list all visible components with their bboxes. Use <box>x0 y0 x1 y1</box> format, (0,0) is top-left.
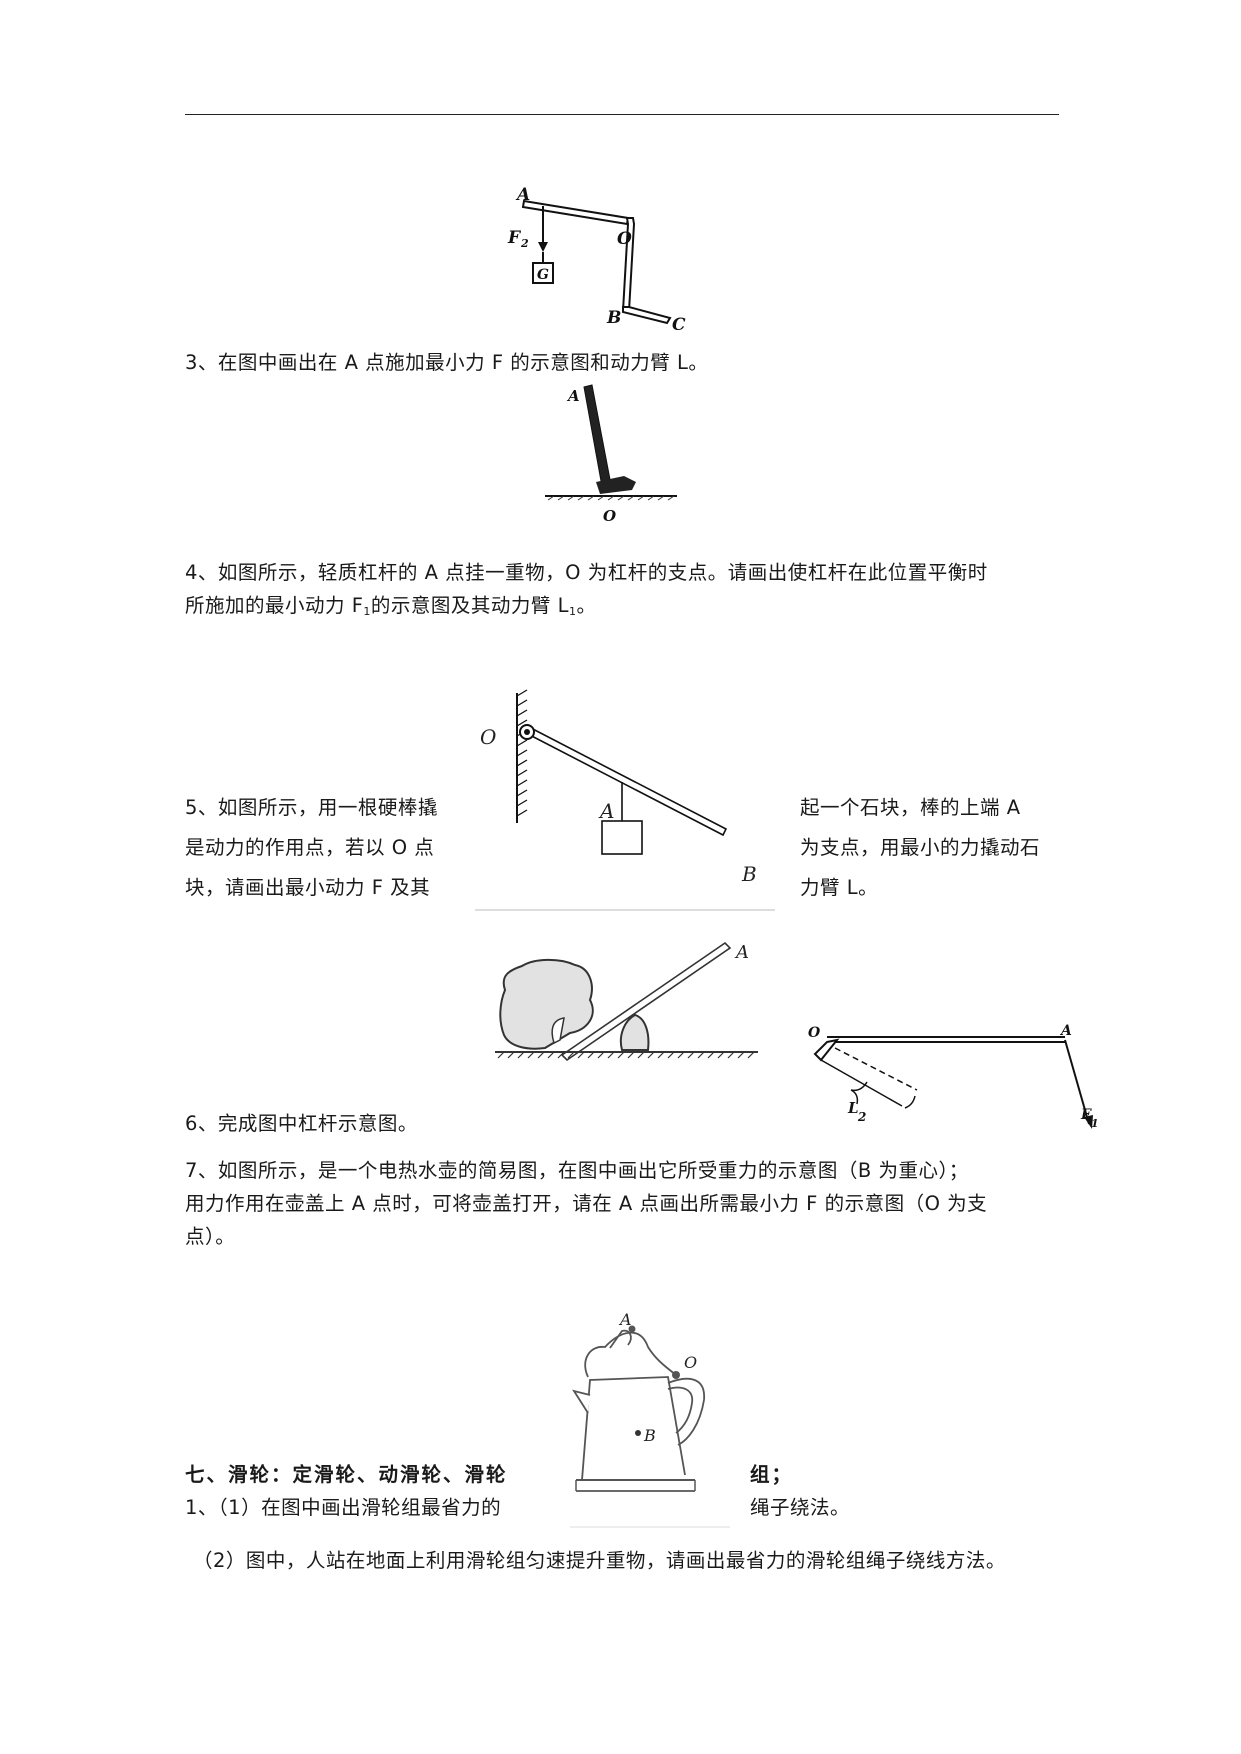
label-L2: L <box>847 1099 859 1117</box>
figure-hammer: A O <box>545 384 677 525</box>
question-3: 3、在图中画出在 A 点施加最小力 F 的示意图和动力臂 L。 <box>185 351 709 374</box>
label-F1-sub: 1 <box>1091 1117 1099 1130</box>
question-5-left-2: 是动力的作用点，若以 O 点 <box>185 836 435 859</box>
question-5-right-3: 力臂 L。 <box>800 876 879 899</box>
label-C: C <box>672 315 686 335</box>
label-F2-sub: 2 <box>520 237 529 250</box>
question-6: 6、完成图中杠杆示意图。 <box>185 1112 418 1135</box>
label-A: A <box>618 1310 632 1329</box>
label-O: O <box>808 1025 821 1041</box>
label-A: A <box>1059 1023 1072 1039</box>
figure-kettle: A O B <box>570 1310 730 1528</box>
label-B: B <box>643 1426 656 1445</box>
label-O: O <box>617 229 632 249</box>
label-O: O <box>480 725 496 749</box>
question-7-line-1: 7、如图所示，是一个电热水壶的简易图，在图中画出它所受重力的示意图（B 为重心）… <box>185 1159 969 1182</box>
header-rule <box>185 114 1059 115</box>
label-O: O <box>603 507 616 525</box>
question-5-right-2: 为支点，用最小的力撬动石 <box>800 836 1041 859</box>
label-A: A <box>566 387 580 405</box>
section-7-heading-right: 组； <box>750 1463 794 1486</box>
pulley-question-1-right: 绳子绕法。 <box>750 1496 851 1519</box>
label-A: A <box>734 942 749 963</box>
pulley-question-1-left: 1、（1）在图中画出滑轮组最省力的 <box>185 1496 502 1519</box>
question-4-line-2: 所施加的最小动力 F1的示意图及其动力臂 L1。 <box>185 594 597 618</box>
question-5-left-1: 5、如图所示，用一根硬棒撬 <box>185 796 438 819</box>
figure-crowbar-rock: A <box>495 941 758 1062</box>
label-G: G <box>537 267 549 283</box>
label-A: A <box>515 185 530 205</box>
question-5-right-1: 起一个石块，棒的上端 A <box>800 796 1021 819</box>
question-5-left-3: 块，请画出最小动力 F 及其 <box>185 876 431 899</box>
question-4-line-1: 4、如图所示，轻质杠杆的 A 点挂一重物，O 为杠杆的支点。请画出使杠杆在此位置… <box>185 561 988 584</box>
question-7-line-3: 点）。 <box>185 1225 236 1248</box>
figure-bent-lever: A F 2 G O B C <box>507 185 686 335</box>
figure-lever-l2-f1: O A L 2 F 1 <box>808 1023 1099 1130</box>
label-F1: F <box>1080 1107 1092 1123</box>
label-O: O <box>684 1353 697 1372</box>
question-7-line-2: 用力作用在壶盖上 A 点时，可将壶盖打开，请在 A 点画出所需最小力 F 的示意… <box>185 1192 988 1215</box>
pulley-question-2: （2）图中，人站在地面上利用滑轮组匀速提升重物，请画出最省力的滑轮组绳子绕线方法… <box>193 1549 1006 1572</box>
figure-wall-lever: O A B <box>475 689 775 911</box>
label-B: B <box>606 308 621 328</box>
label-L2-sub: 2 <box>857 1110 866 1124</box>
label-F2: F <box>507 228 522 248</box>
section-7-heading-left: 七、滑轮：定滑轮、动滑轮、滑轮 <box>185 1463 508 1486</box>
label-B: B <box>741 862 757 886</box>
label-A: A <box>598 799 614 823</box>
